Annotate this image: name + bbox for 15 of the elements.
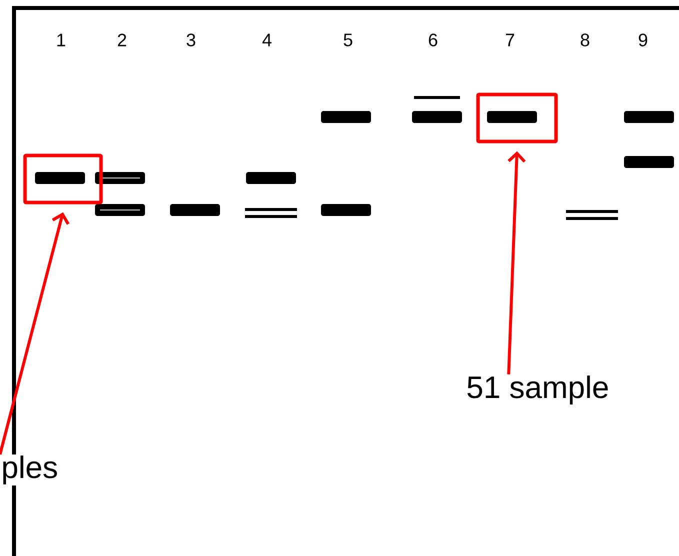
callout-text: ples [0,454,60,486]
lane-number: 4 [262,34,272,46]
lane-number: 2 [118,34,126,46]
lane-number: 1 [57,34,66,46]
callout-text: 51 sample [465,374,610,406]
lane-number: 7 [506,34,514,46]
lane-number: 9 [638,34,648,46]
arrow [0,212,70,455]
lane-number: 3 [186,34,196,46]
highlight-box [23,154,103,204]
arrow [507,151,526,374]
lane-number: 5 [344,34,352,46]
lane-number: 6 [428,34,438,46]
highlight-box [476,92,558,144]
lane-number: 8 [580,34,590,46]
